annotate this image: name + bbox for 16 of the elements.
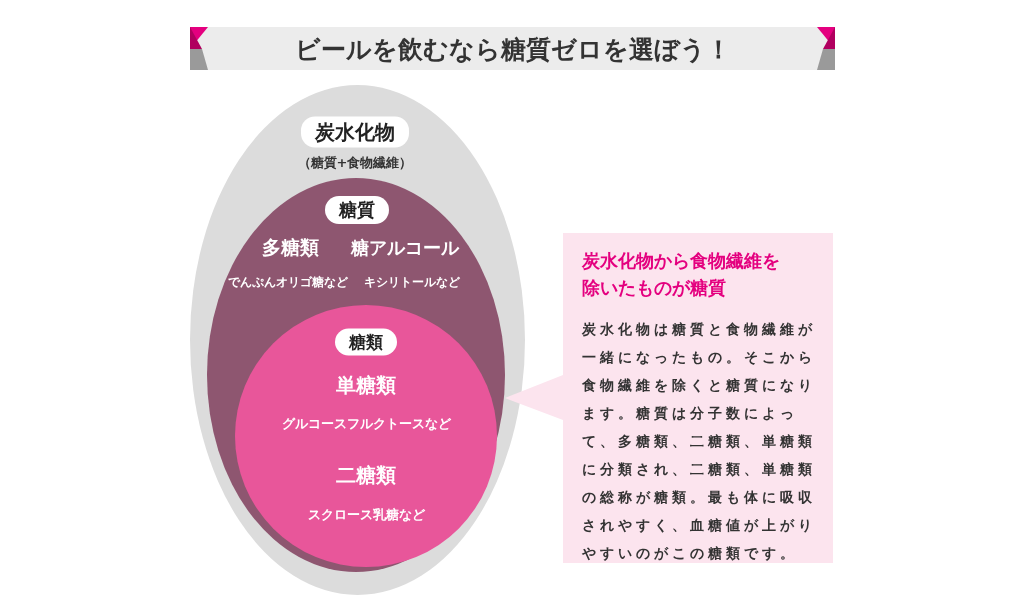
callout-body: 炭水化物は糖質と食物繊維が一緒になったもの。そこから食物繊維を除くと糖質になります。糖質は分子数によって、多糖類、二糖類、単糖類に分類され、二糖類、単糖類の総称が糖類。最も体に吸収されやすく、血糖値が上がりやすいのがこの糖類です。	[582, 320, 817, 563]
pill-label: 炭水化物	[301, 116, 409, 148]
pill-label: 糖質	[325, 196, 389, 224]
label-text: 二糖類	[336, 461, 396, 489]
callout-bubble	[505, 233, 833, 563]
label-text: グルコースフルクトースなど	[281, 415, 451, 433]
label-text: 単糖類	[336, 371, 396, 399]
label-text: でんぷんオリゴ糖など	[228, 273, 348, 291]
label-text: 多糖類	[261, 235, 319, 260]
label-text: キシリトールなど	[364, 273, 460, 291]
label-text: 糖アルコール	[351, 236, 459, 260]
subtitle-text: （糖質+食物繊維）	[297, 154, 413, 172]
callout-heading: 炭水化物から食物繊維を除いたものが糖質	[582, 249, 781, 300]
label-text: スクロース乳糖など	[307, 506, 425, 524]
title-text: ビールを飲むなら糖質ゼロを選ぼう！	[294, 33, 731, 65]
pill-label: 糖類	[335, 328, 397, 356]
